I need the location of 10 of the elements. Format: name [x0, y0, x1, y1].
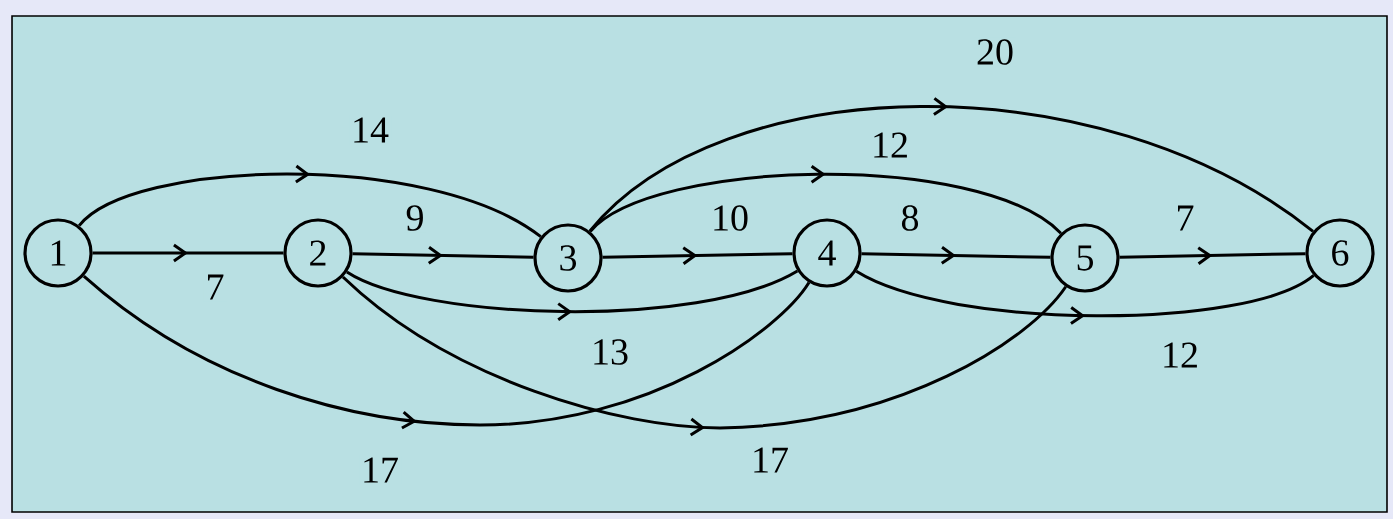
- edge-label: 17: [749, 445, 791, 475]
- edge-label: 14: [349, 115, 391, 145]
- edge-label: 12: [869, 130, 911, 160]
- edge-label: 10: [709, 203, 751, 233]
- edge-label: 8: [898, 203, 922, 233]
- edge-label: 9: [403, 203, 427, 233]
- edge-label: 13: [589, 337, 631, 367]
- edge-label: 12: [1159, 340, 1201, 370]
- edge-label: 17: [359, 455, 401, 485]
- edge-label: 20: [974, 37, 1016, 67]
